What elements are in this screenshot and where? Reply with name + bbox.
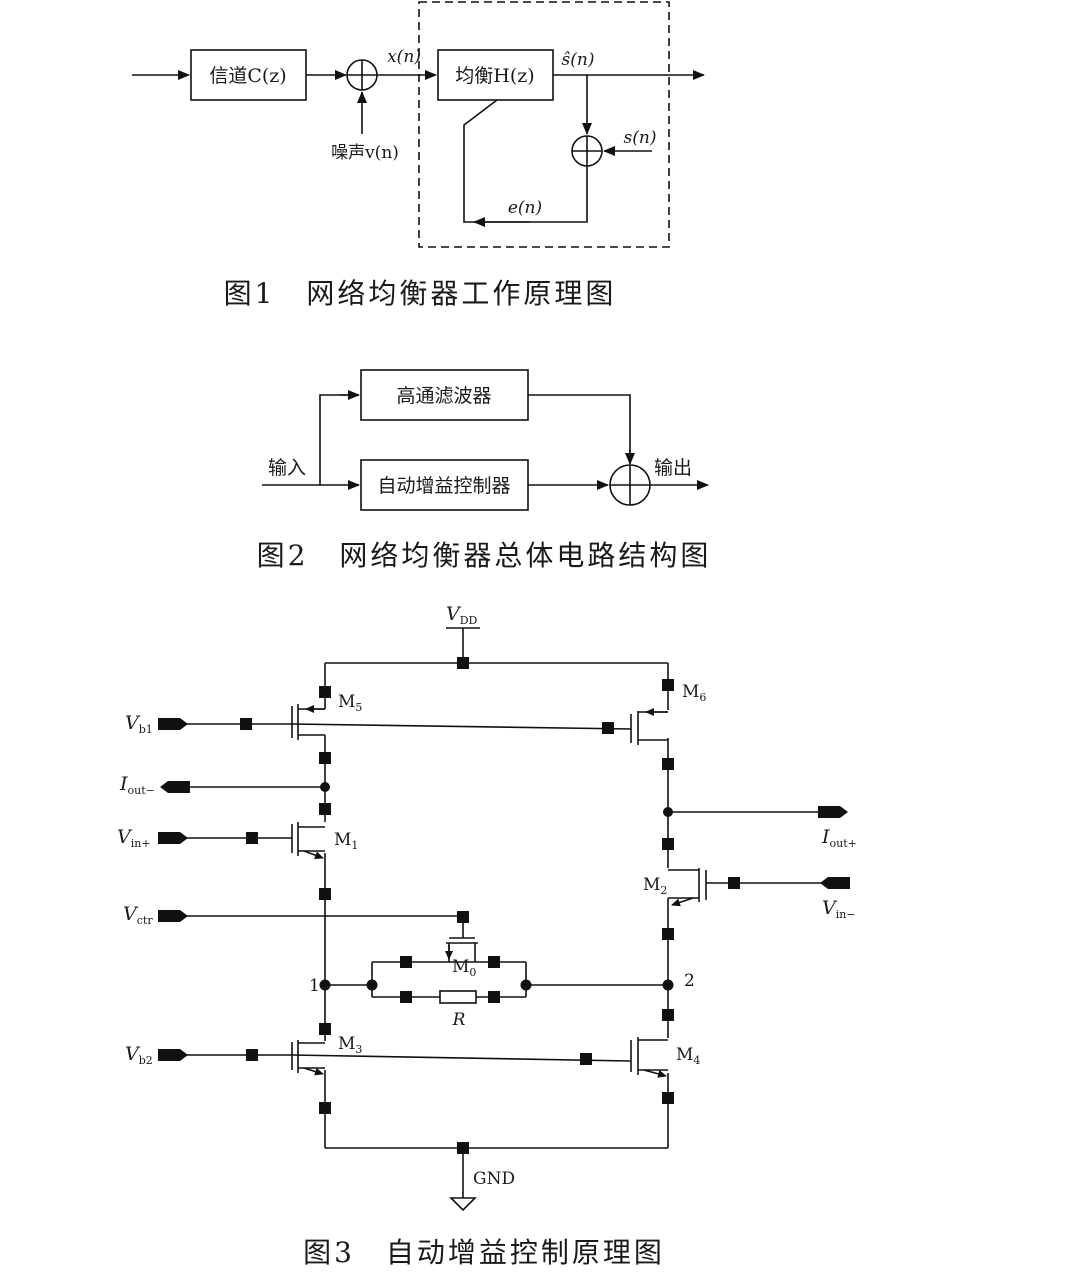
fig1-equalizer-label: 均衡H(z) — [455, 65, 534, 87]
fig2-input-branch-up — [319, 394, 355, 485]
fig1-caption: 图1 网络均衡器工作原理图 — [224, 277, 617, 310]
fig3-ports — [158, 718, 850, 1061]
figure1-labels: 信道C(z) 均衡H(z) x(n) ŝ(n) 噪声v(n) s(n) e(n)… — [209, 47, 656, 310]
fig1-s-label: s(n) — [624, 128, 657, 148]
fig2-highpass-label: 高通滤波器 — [396, 385, 491, 407]
fig3-vin-plus-label: Vin+ — [117, 826, 151, 850]
figure1-equalizer-principle — [132, 1, 705, 248]
fig1-channel-label: 信道C(z) — [209, 65, 286, 87]
fig3-caption: 图3 自动增益控制原理图 — [303, 1236, 665, 1269]
fig3-vb2-label: Vb2 — [125, 1043, 153, 1067]
fig3-m1-transistor — [291, 822, 325, 859]
figure2-labels: 高通滤波器 自动增益控制器 输入 输出 图2 网络均衡器总体电路结构图 — [257, 385, 712, 572]
fig1-error-adder — [571, 135, 603, 167]
figure3-agc-schematic — [186, 627, 822, 1212]
fig1-x-label: x(n) — [387, 47, 421, 67]
fig3-m3-label: M3 — [338, 1034, 362, 1056]
fig3-port-vin-plus — [158, 832, 188, 844]
fig3-gnd-label: GND — [473, 1169, 515, 1189]
figure2-overall-structure — [262, 369, 709, 511]
fig3-port-iout-plus — [818, 806, 848, 818]
fig3-m4-label: M4 — [676, 1045, 700, 1067]
fig3-port-vb1 — [158, 718, 188, 730]
fig3-m1-label: M1 — [334, 830, 358, 852]
fig2-hp-to-adder — [528, 394, 631, 463]
fig1-adaptive-dashed-box — [418, 1, 670, 248]
fig1-e-label: e(n) — [508, 198, 542, 218]
fig3-m3-transistor — [291, 1040, 325, 1076]
fig3-resistor-r — [439, 990, 477, 1004]
fig3-m0-transistor — [445, 937, 478, 962]
fig2-caption: 图2 网络均衡器总体电路结构图 — [257, 539, 712, 572]
fig3-m6-transistor — [630, 708, 668, 745]
fig3-port-vctr — [158, 910, 188, 922]
fig3-node1-label: 1 — [309, 976, 320, 996]
fig2-input-label: 输入 — [268, 457, 306, 479]
fig3-vb1-cross-wire — [291, 723, 632, 730]
fig3-m2-transistor — [668, 868, 707, 907]
fig3-iout-minus-label: Iout− — [119, 773, 155, 797]
fig3-vdd-label: VDD — [446, 603, 478, 627]
fig3-gnd-symbol — [449, 1197, 477, 1212]
fig2-agc-label: 自动增益控制器 — [377, 475, 510, 497]
fig1-noise-adder — [346, 59, 378, 91]
fig3-r-label: R — [452, 1010, 466, 1030]
fig3-m2-label: M2 — [643, 875, 667, 897]
fig3-vb2-cross-wire — [291, 1054, 631, 1062]
fig1-noise-label: 噪声v(n) — [331, 143, 399, 163]
fig1-error-feedback-path — [463, 99, 588, 223]
fig3-vctr-label: Vctr — [123, 903, 153, 927]
fig3-vb1-label: Vb1 — [125, 712, 153, 736]
fig1-shat-label: ŝ(n) — [562, 50, 595, 70]
fig2-output-label: 输出 — [654, 457, 692, 479]
fig3-m5-label: M5 — [338, 692, 362, 714]
fig3-m5-transistor — [291, 704, 325, 740]
fig3-vin-minus-label: Vin− — [822, 897, 856, 921]
fig3-m6-label: M6 — [682, 682, 706, 704]
fig3-node2-label: 2 — [684, 971, 695, 991]
fig3-junctions — [240, 657, 740, 1154]
fig3-m4-transistor — [630, 1037, 668, 1078]
fig3-iout-plus-label: Iout+ — [821, 826, 857, 850]
fig3-port-iout-minus — [160, 781, 190, 793]
fig3-port-vin-minus — [820, 877, 850, 889]
fig3-m0-label: M0 — [452, 957, 476, 979]
figure3-labels: VDD GND Vb1 Iout− Vin+ Vctr Vb2 Iout+ Vi… — [117, 603, 857, 1269]
fig2-summing-junction — [609, 464, 651, 506]
fig3-port-vb2 — [158, 1049, 188, 1061]
